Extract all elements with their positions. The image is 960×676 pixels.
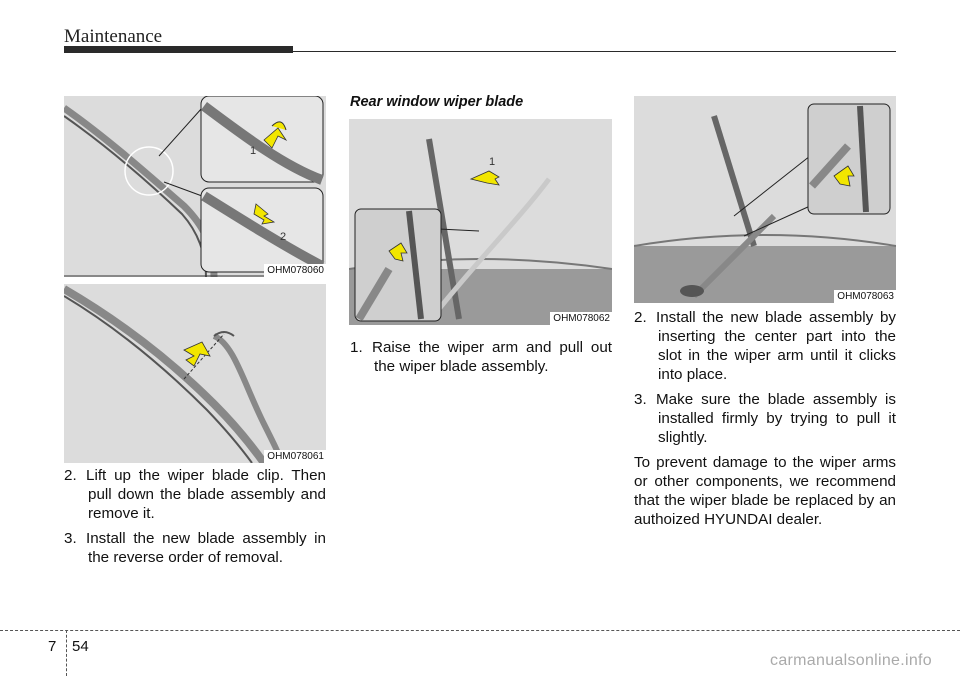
footer-rule	[0, 630, 960, 631]
right-column-text: 2.Install the new blade assembly by inse…	[634, 308, 896, 529]
step-item: 1.Raise the wiper arm and pull out the w…	[350, 339, 612, 375]
figure-code: OHM078061	[264, 450, 326, 463]
page-header-title: Maintenance	[64, 26, 163, 47]
figure-code: OHM078062	[550, 312, 612, 325]
left-column-text: 2.Lift up the wiper blade clip. Then pul…	[64, 466, 326, 573]
figure-rear-wiper-raise: 1 OHM078062	[349, 119, 612, 325]
figure-wiper-clip: 1 2 OHM078060	[64, 96, 326, 277]
caution-note: To prevent damage to the wiper arms or o…	[634, 454, 896, 528]
figure-callout-1: 1	[489, 156, 495, 168]
step-item: 3.Install the new blade assembly in the …	[64, 530, 326, 566]
header-rule	[293, 51, 896, 52]
footer-divider	[66, 630, 67, 676]
figure-rear-blade-install: OHM078063	[634, 96, 896, 303]
step-item: 2.Lift up the wiper blade clip. Then pul…	[64, 467, 326, 522]
step-item: 3.Make sure the blade assembly is instal…	[634, 391, 896, 446]
header-bar	[64, 46, 293, 53]
figure-callout-2: 2	[280, 231, 286, 243]
watermark: carmanualsonline.info	[770, 652, 932, 669]
chapter-number: 7	[48, 638, 57, 655]
figure-blade-removal: OHM078061	[64, 284, 326, 463]
figure-callout-1: 1	[250, 145, 256, 157]
step-item: 2.Install the new blade assembly by inse…	[634, 309, 896, 383]
figure-code: OHM078063	[834, 290, 896, 303]
figure-code: OHM078060	[264, 264, 326, 277]
section-heading: Rear window wiper blade	[350, 94, 524, 110]
page-number: 54	[72, 638, 89, 655]
middle-column-text: 1.Raise the wiper arm and pull out the w…	[350, 338, 612, 382]
